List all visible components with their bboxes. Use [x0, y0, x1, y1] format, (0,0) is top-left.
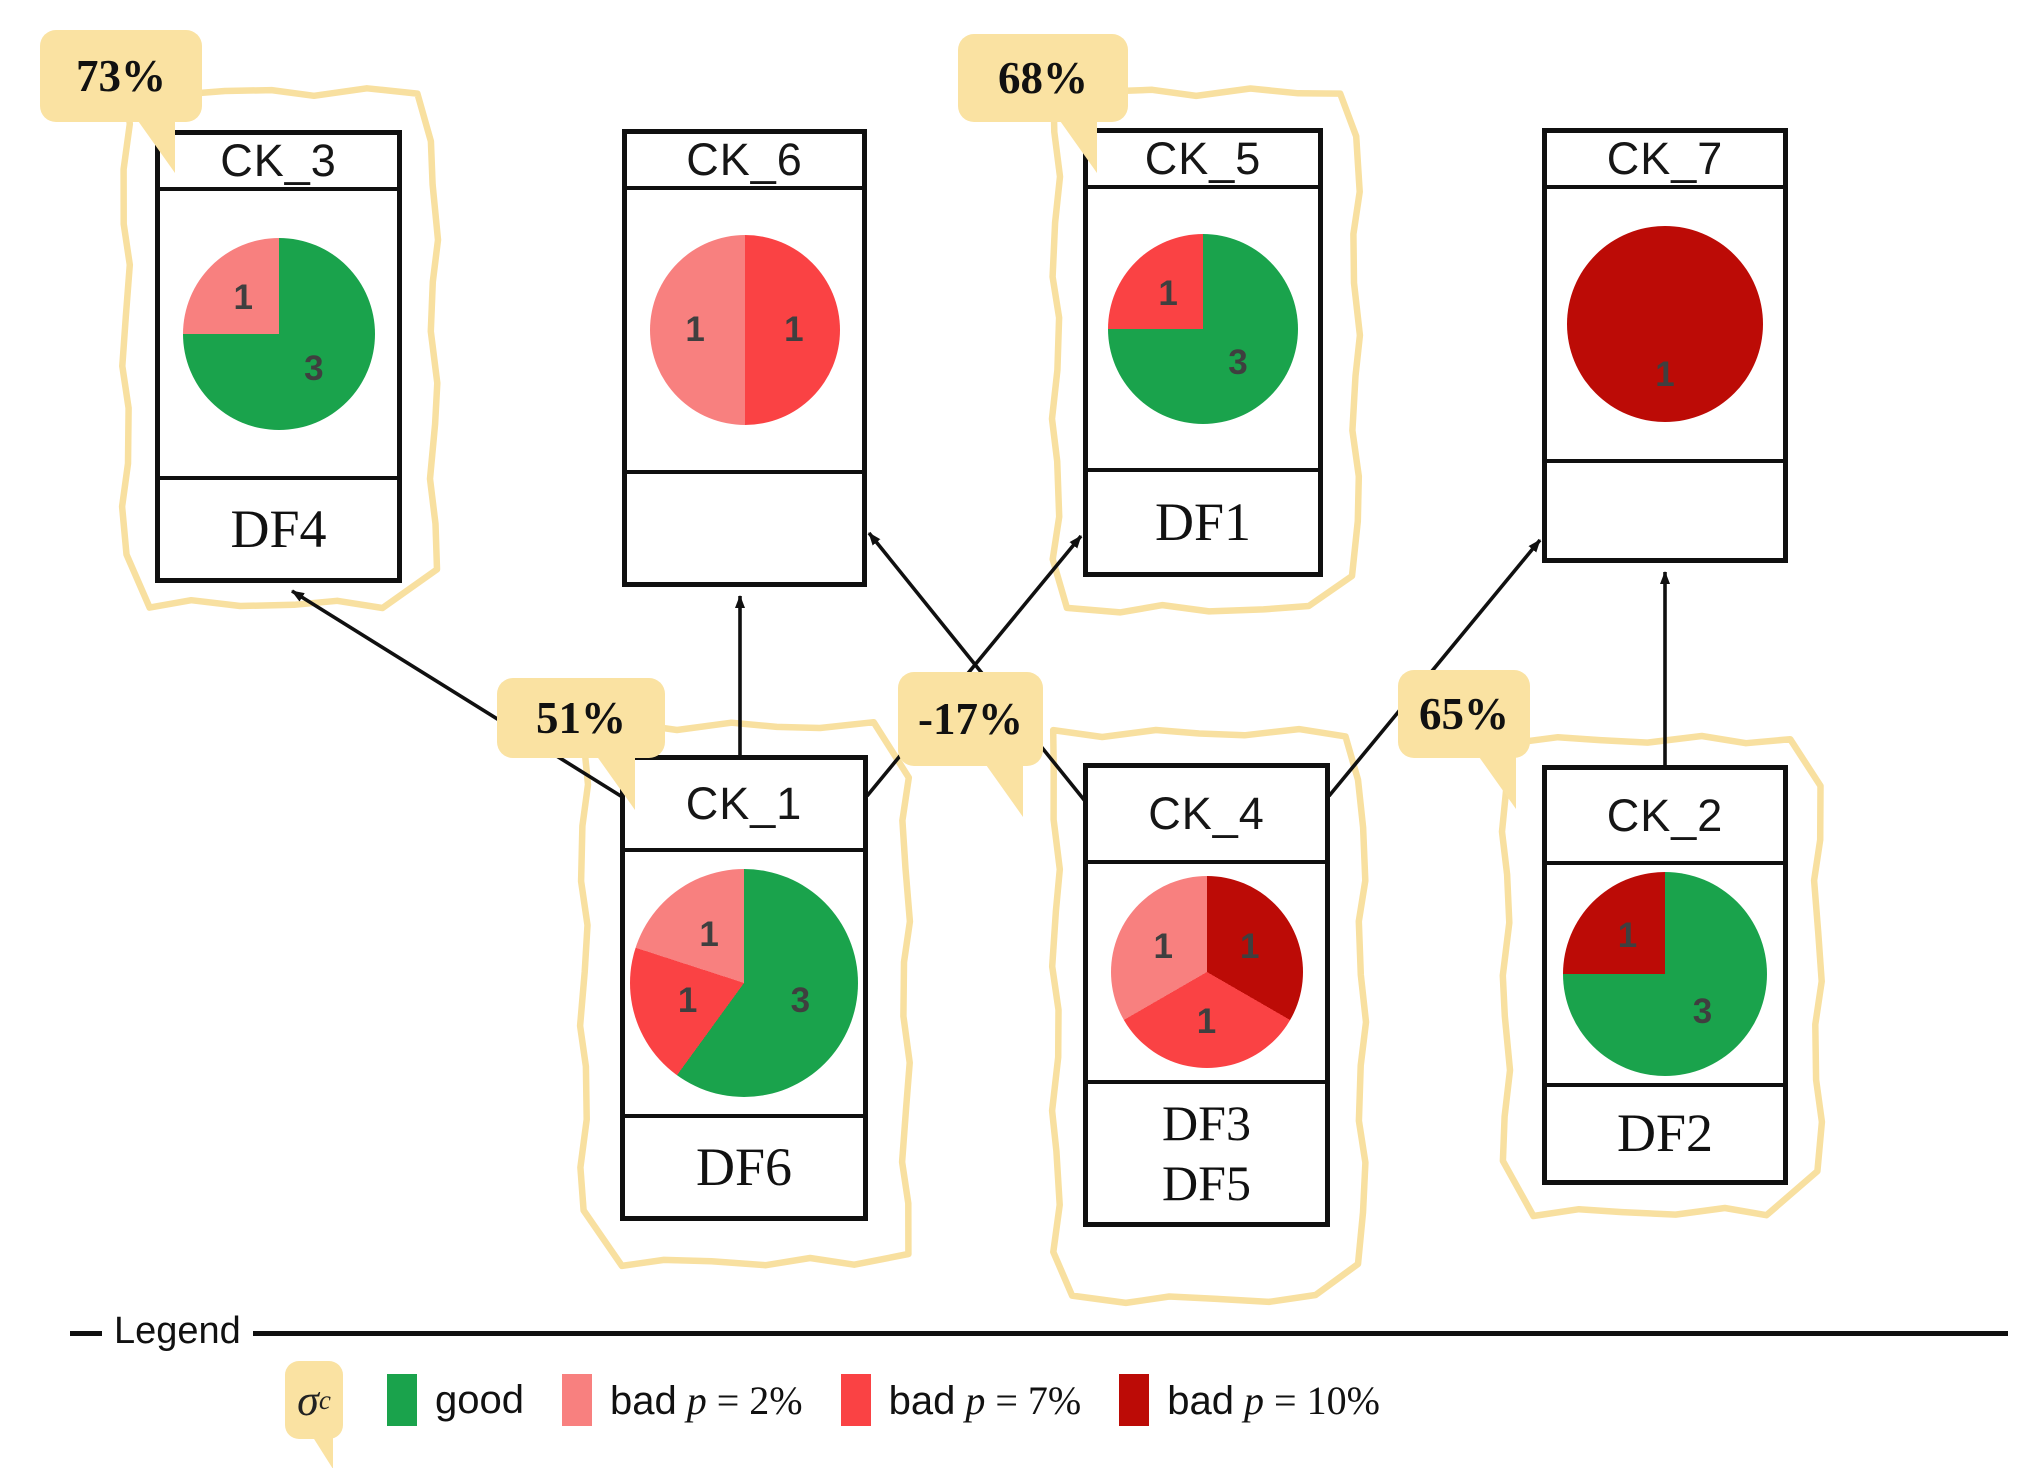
callout-ck4-percent: -17% [898, 672, 1043, 817]
pie-slice-count: 1 [1239, 927, 1260, 967]
highlight-scribble-CK_1 [576, 718, 914, 1270]
pie-slice-count: 1 [699, 915, 719, 955]
pie-slice-count: 3 [1228, 343, 1248, 383]
node-ck7: CK_7 1 [1542, 128, 1788, 563]
legend-swatch-bad-p2 [561, 1374, 592, 1426]
pie-slice-count: 1 [233, 278, 253, 318]
df-label: DF6 [695, 1136, 793, 1197]
node-footer: DF6 [625, 1114, 863, 1216]
highlight-scribbles [118, 84, 1826, 1307]
node-title: CK_5 [1088, 133, 1318, 189]
node-footer: DF1 [1088, 468, 1318, 572]
df-label: DF3 [1162, 1095, 1251, 1151]
pie-slice-count: 1 [1617, 916, 1638, 956]
pie-slice-count: 1 [685, 310, 705, 349]
highlight-scribble-CK_2 [1498, 732, 1826, 1220]
callout-ck3-percent: 73% [40, 30, 202, 173]
arrow-CK_4-to-CK_7 [1327, 538, 1542, 798]
legend-rule-short [70, 1331, 102, 1336]
pie-slice-count: 1 [784, 310, 804, 349]
legend-swatch-bad-p7 [840, 1374, 871, 1426]
legend-rule-long [253, 1331, 2008, 1336]
df-label: DF1 [1154, 491, 1252, 552]
node-title: CK_2 [1547, 770, 1783, 865]
pie-slice-count: 3 [790, 981, 811, 1021]
df-label: DF4 [230, 498, 327, 559]
node-footer: DF3 DF5 [1088, 1080, 1325, 1222]
dependency-arrows [291, 531, 1670, 803]
callout-ck1-percent: 51% [497, 678, 665, 811]
callout-ck2-percent: 65% [1398, 670, 1530, 810]
node-footer [627, 470, 862, 582]
legend-swatch-bad-p10 [1119, 1374, 1150, 1426]
arrow-CK_4-to-CK_6 [867, 531, 1087, 803]
df-label: DF2 [1616, 1103, 1714, 1164]
node-footer: DF2 [1547, 1083, 1783, 1180]
pie-slice-count: 1 [1158, 273, 1178, 313]
legend-label-good: good [435, 1377, 524, 1422]
highlight-scribble-CK_4 [1048, 725, 1370, 1307]
highlight-scribble-CK_5 [1048, 85, 1364, 616]
legend-swatch-good [387, 1374, 417, 1426]
node-footer: DF4 [160, 476, 397, 578]
pie-slice-count: 3 [304, 348, 324, 388]
pie-slice-count: 1 [1655, 354, 1675, 394]
callout-ck5-percent: 68% [958, 34, 1128, 174]
node-title: CK_7 [1547, 133, 1783, 189]
df-label: DF5 [1162, 1155, 1251, 1211]
node-title: CK_3 [160, 135, 397, 191]
node-title: CK_4 [1088, 768, 1325, 864]
pie-slice-count: 1 [677, 981, 698, 1021]
node-title: CK_6 [627, 134, 862, 190]
sigma-symbol: σ [297, 1375, 319, 1425]
pie-slice-count: 1 [1153, 927, 1173, 967]
legend-title: Legend [114, 1310, 241, 1352]
node-pie-chart: 1 [1547, 189, 1783, 459]
node-title: CK_1 [625, 760, 863, 852]
pie-slice-count: 1 [1196, 1001, 1217, 1041]
highlight-scribble-CK_3 [118, 84, 442, 612]
node-footer [1547, 459, 1783, 558]
arrow-CK_1-to-CK_3 [291, 589, 625, 800]
pie-slice-count: 3 [1692, 991, 1713, 1031]
